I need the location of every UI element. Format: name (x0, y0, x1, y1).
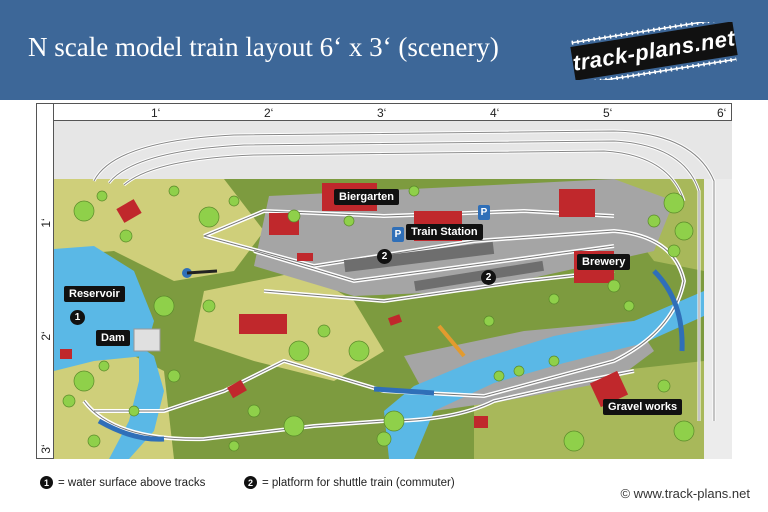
ruler-tick-1ft: 1‘ (151, 106, 161, 120)
building-gravel-works (589, 370, 629, 408)
ruler-tick-6ft: 6‘ (717, 106, 727, 120)
legend-marker-1: 1 (40, 476, 53, 489)
legend-text-1: = water surface above tracks (58, 476, 206, 489)
label-reservoir: Reservoir (64, 286, 125, 302)
tunnel-southwest (97, 418, 165, 442)
ruler-left-tick-3ft: 3‘ (39, 444, 53, 454)
label-dam: Dam (96, 330, 130, 346)
legend-text-2: = platform for shuttle train (commuter) (262, 476, 455, 489)
label-biergarten: Biergarten (334, 189, 400, 205)
bridge-river (373, 386, 435, 396)
page-title: N scale model train layout 6‘ x 3‘ (scen… (28, 32, 499, 62)
building-small-3 (227, 379, 247, 399)
header-bar: N scale model train layout 6‘ x 3‘ (scen… (0, 0, 768, 100)
legend-item-platform: 2 = platform for shuttle train (commuter… (244, 476, 455, 489)
grass-area-se (474, 361, 704, 459)
ruler-tick-2ft: 2‘ (264, 106, 274, 120)
ruler-left: 1‘ 2‘ 3‘ (36, 103, 54, 459)
building-small-6 (387, 314, 403, 326)
ruler-top: 0 1‘ 2‘ 3‘ 4‘ 5‘ 6‘ (36, 103, 732, 121)
grass-area-nw (54, 179, 264, 281)
ruler-left-tick-2ft: 2‘ (39, 331, 53, 341)
ruler-tick-4ft: 4‘ (490, 106, 500, 120)
engine-shed-track (186, 269, 218, 275)
tunnel-east (652, 269, 685, 352)
station-platform-2 (414, 260, 544, 292)
track-main-rails (83, 210, 685, 440)
marker-water-above-tracks: 1 (70, 310, 85, 325)
building-small-5 (474, 416, 488, 428)
legend-marker-2: 2 (244, 476, 257, 489)
building-small-2 (297, 253, 313, 261)
ruler-tick-5ft: 5‘ (603, 106, 613, 120)
parking-badge-1: P (392, 227, 404, 242)
building-small-4 (60, 349, 72, 359)
station-platform-1 (343, 241, 495, 273)
stream-west (109, 346, 164, 459)
dam-wall (133, 328, 161, 352)
ruler-tick-3ft: 3‘ (377, 106, 387, 120)
site-logo[interactable]: track-plans.net (566, 15, 742, 87)
footbridge (437, 324, 466, 358)
legend-item-water: 1 = water surface above tracks (40, 476, 205, 489)
label-brewery: Brewery (577, 254, 631, 270)
layout-map (54, 121, 732, 459)
marker-platform-1: 2 (377, 249, 392, 264)
label-gravel-works: Gravel works (603, 399, 683, 415)
layout-board: Biergarten Train Station Brewery Reservo… (54, 121, 732, 459)
track-staging-rails (93, 130, 715, 421)
marker-platform-2: 2 (481, 270, 496, 285)
trees (62, 185, 695, 452)
building-ne (559, 189, 595, 217)
copyright-text[interactable]: © www.track-plans.net (620, 486, 750, 501)
building-small-1 (116, 199, 142, 223)
river (384, 291, 704, 459)
building-center (239, 314, 287, 334)
parking-badge-2: P (478, 205, 490, 220)
label-train-station: Train Station (406, 224, 483, 240)
ruler-left-tick-1ft: 1‘ (39, 218, 53, 228)
